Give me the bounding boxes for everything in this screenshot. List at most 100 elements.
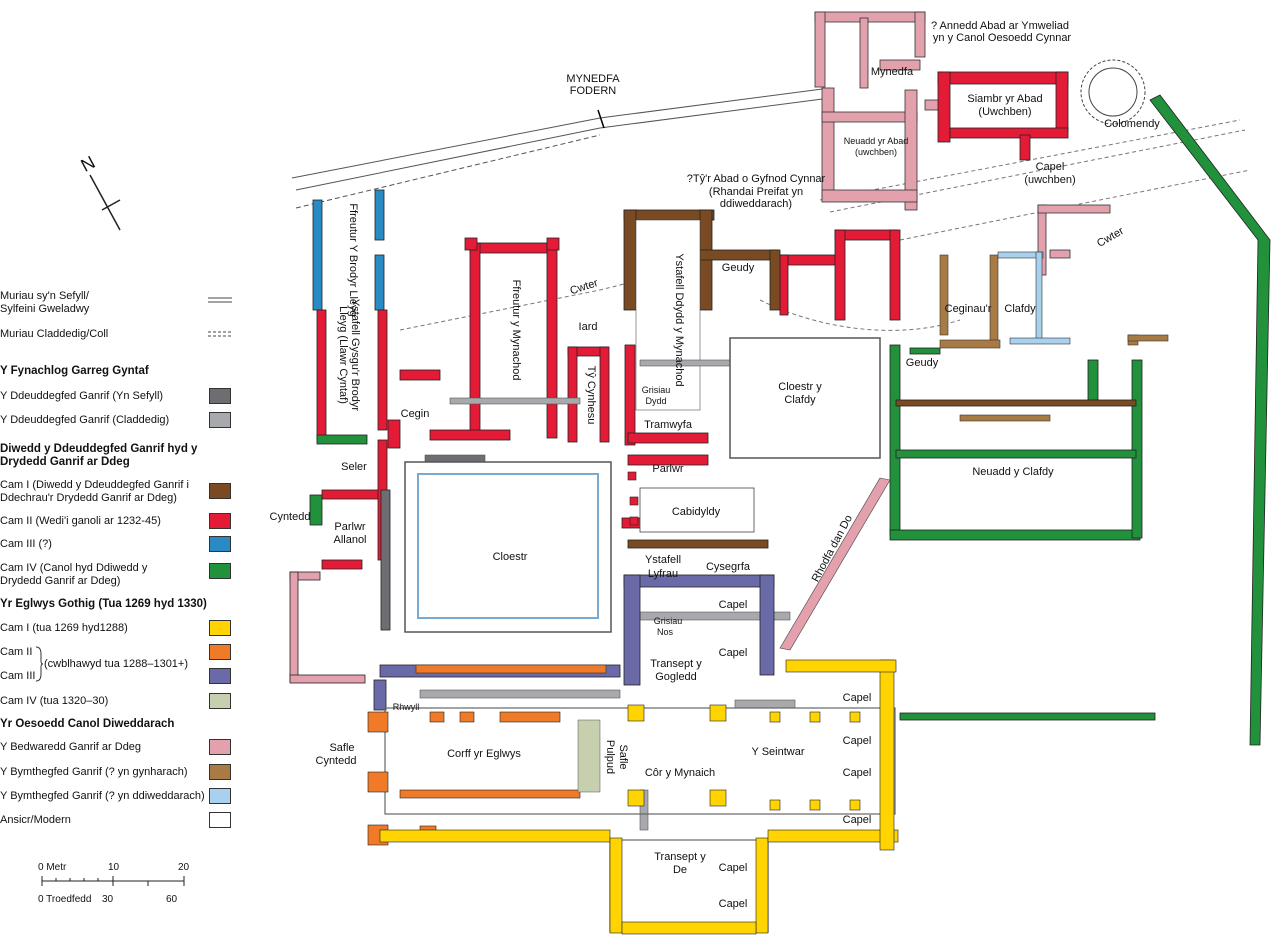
legend-uncertain-text: Ansicr/Modern — [0, 814, 71, 826]
label-cyntedd: Cyntedd — [270, 511, 311, 523]
scale-f60: 60 — [166, 894, 178, 905]
legend-cam4-line1: Cam IV (Canol hyd Ddiwedd y — [0, 562, 148, 574]
label-capel-1: Capel — [719, 599, 748, 611]
label-cysegrfa: Cysegrfa — [706, 561, 751, 573]
label-cabidyldy: Cabidyldy — [672, 506, 721, 518]
legend-head2-text: Diwedd y Ddeuddegfed Ganrif hyd y Dryded… — [0, 443, 197, 469]
label-transept-gogledd-1: Transept y — [650, 658, 702, 670]
label-clafdy: Clafdy — [1004, 303, 1036, 315]
north-arrow-label: N — [78, 152, 99, 176]
cloister-inner — [417, 473, 599, 619]
label-siambr-1: Siambr yr Abad — [967, 93, 1042, 105]
label-neuadd-clafdy: Neuadd y Clafdy — [972, 466, 1054, 478]
label-annedd-abad-2: yn y Canol Oesoedd Cynnar — [933, 32, 1072, 44]
nave-piers-west — [367, 711, 581, 846]
legend-swatch-cam2 — [209, 513, 231, 529]
legend-brace-text: (cwblhawyd tua 1288–1301+) — [44, 658, 189, 670]
legend-head4-text: Yr Oesoedd Canol Diweddarach — [0, 718, 175, 730]
scale-ruler — [41, 876, 185, 886]
label-grisiau-dydd-1: Grisiau — [642, 385, 671, 395]
label-iard: Iard — [579, 321, 598, 333]
legend-g4-text: Cam IV (tua 1320–30) — [0, 695, 109, 707]
legend-cam4-text: Cam IV (Canol hyd Ddiwedd y Drydedd Ganr… — [0, 562, 147, 588]
covered-walk — [779, 477, 891, 651]
legend-swatch-s12-standing — [209, 388, 231, 404]
label-seintwar: Y Seintwar — [752, 746, 805, 758]
legend-cam1-text: Cam I (Diwedd y Ddeuddegfed Ganrif i Dde… — [0, 479, 189, 505]
legend-g3-text: Cam III — [0, 670, 36, 682]
lay-brothers-range — [289, 189, 391, 684]
north-arrow: N — [78, 152, 121, 231]
legend-swatch-g4 — [209, 693, 231, 709]
label-neuadd-abad-2: (uwchben) — [855, 147, 897, 157]
legend-head2-line1: Diwedd y Ddeuddegfed Ganrif hyd y — [0, 443, 198, 455]
label-mynedfa-fodern-2: FODERN — [570, 85, 617, 97]
label-cloestr-clafdy-1: Cloestr y — [778, 381, 822, 393]
gothic-phase1-piers — [379, 659, 899, 935]
label-capel-5: Capel — [843, 767, 872, 779]
legend-swatch-cam4 — [209, 563, 231, 579]
infirmary-15c-late — [997, 251, 1071, 345]
label-capel-7: Capel — [719, 862, 748, 874]
legend-swatch-g3 — [209, 668, 231, 684]
label-transept-gogledd-2: Gogledd — [655, 671, 697, 683]
abbots-chamber — [937, 71, 1069, 161]
label-ystafell-lyfrau-2: Lyfrau — [648, 568, 678, 580]
legend-standing-symbol — [208, 297, 232, 303]
label-annedd-abad-1: ? Annedd Abad ar Ymweliad — [931, 20, 1069, 32]
label-geudy-n: Geudy — [722, 262, 755, 274]
legend-swatch-c14 — [209, 739, 231, 755]
label-safle-cyntedd-2: Cyntedd — [316, 755, 357, 767]
scale-m20: 20 — [178, 862, 190, 873]
label-capel-8: Capel — [719, 898, 748, 910]
legend-s12-buried-text: Y Ddeuddegfed Ganrif (Claddedig) — [0, 414, 170, 426]
chapter-house — [639, 487, 755, 533]
legend-swatch-s12-buried — [209, 412, 231, 428]
label-grisiau-dydd-2: Dydd — [645, 396, 666, 406]
label-capel-uwchben-1: Capel — [1036, 161, 1065, 173]
legend-cam3-text: Cam III (?) — [0, 538, 52, 550]
legend-standing-line1: Muriau sy'n Sefyll/ — [0, 290, 89, 302]
legend-cam1-line2: Ddechrau'r Drydedd Ganrif ar Ddeg) — [0, 492, 177, 504]
legend-cam2-text: Cam II (Wedi'i ganoli ar 1232-45) — [0, 515, 161, 527]
label-capel-6: Capel — [843, 814, 872, 826]
label-tyr-abad-3: ddiweddarach) — [720, 198, 792, 210]
legend-s12-standing-text: Y Ddeuddegfed Ganrif (Yn Sefyll) — [0, 390, 164, 402]
label-colomendy: Colomendy — [1104, 118, 1160, 130]
legend-buried-text: Muriau Claddedig/Coll — [0, 328, 109, 340]
label-cloestr-clafdy-2: Clafdy — [784, 394, 816, 406]
modern-entrance-path — [291, 87, 831, 209]
legend-brace-symbol — [35, 646, 44, 682]
legend-swatch-c15b — [209, 788, 231, 804]
legend-head2-line2: Drydedd Ganrif ar Ddeg — [0, 456, 130, 468]
legend-standing-line2: Sylfeini Gweladwy — [0, 303, 90, 315]
label-mynedfa-fodern-1: MYNEDFA — [566, 73, 620, 85]
label-ystafell-gysgu-1: Ystafell Gysgu'r Brodyr — [349, 299, 361, 411]
legend-g2-text: Cam II — [0, 646, 33, 658]
label-tramwyfa: Tramwyfa — [644, 419, 693, 431]
label-ystafell-ddydd: Ystafell Ddydd y Mynachod — [673, 253, 685, 386]
label-siambr-2: (Uwchben) — [978, 106, 1031, 118]
legend-c14-text: Y Bedwaredd Ganrif ar Ddeg — [0, 741, 142, 753]
label-parlwr-allanol-2: Allanol — [333, 534, 366, 546]
scale-metr: 0 Metr — [38, 862, 67, 873]
legend-cam4-line2: Drydedd Ganrif ar Ddeg) — [0, 575, 121, 587]
label-grisiau-nos-2: Nos — [657, 627, 674, 637]
label-ffreutur-brodyr: Ffreutur Y Brodyr Lleyg — [347, 203, 359, 316]
label-capel-uwchben-2: (uwchben) — [1024, 174, 1075, 186]
label-corff: Corff yr Eglwys — [447, 748, 521, 760]
label-neuadd-abad-1: Neuadd yr Abad — [844, 136, 909, 146]
label-ystafell-gysgu-2: Lleyg (Llawr Cyntaf) — [337, 306, 349, 404]
label-ceginaur: Ceginau'r — [945, 303, 992, 315]
legend-swatch-g1 — [209, 620, 231, 636]
legend-swatch-cam3 — [209, 536, 231, 552]
infirmary-phase4 — [889, 94, 1271, 746]
label-tyr-abad-1: ?Tŷ'r Abad o Gyfnod Cynnar — [687, 173, 826, 185]
label-grisiau-nos-1: Grisiau — [654, 616, 683, 626]
legend-c15b-text: Y Bymthegfed Ganrif (? yn ddiweddarach) — [0, 790, 205, 802]
legend-c15a-text: Y Bymthegfed Ganrif (? yn gynharach) — [0, 766, 188, 778]
label-safle-pulpud-1: Safle — [617, 744, 629, 769]
label-geudy-e: Geudy — [906, 357, 939, 369]
label-rhwyll: Rhwyll — [393, 702, 420, 712]
